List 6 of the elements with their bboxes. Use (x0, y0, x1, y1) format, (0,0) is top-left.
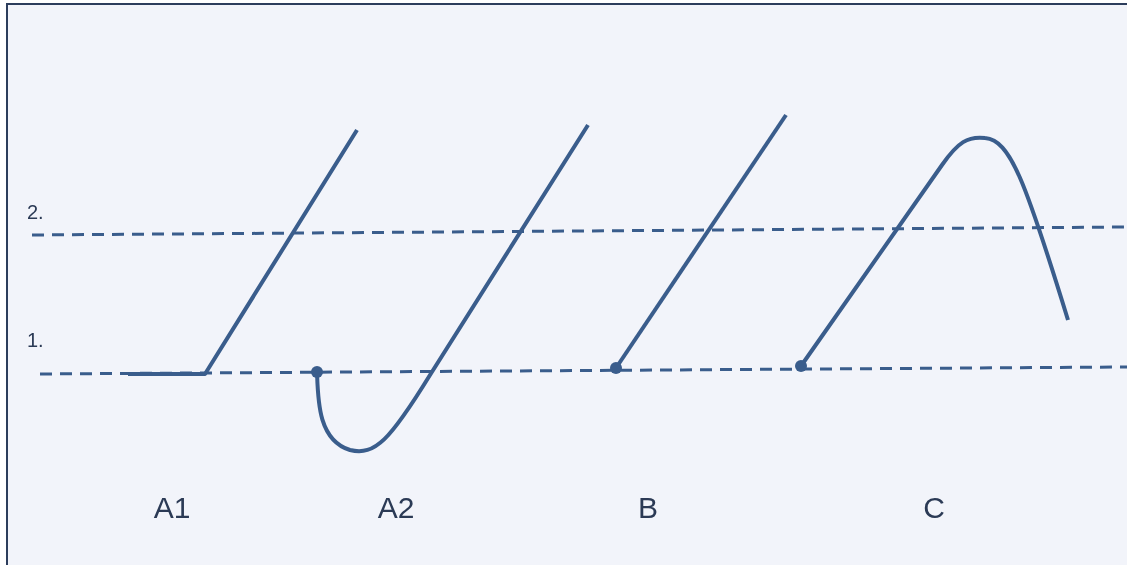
level-label: 2. (27, 202, 44, 222)
level-label: 1. (27, 330, 44, 350)
case-label: B (638, 493, 658, 523)
case-label: A2 (377, 493, 415, 523)
case-label: A1 (153, 493, 191, 523)
case-label: C (923, 493, 945, 523)
